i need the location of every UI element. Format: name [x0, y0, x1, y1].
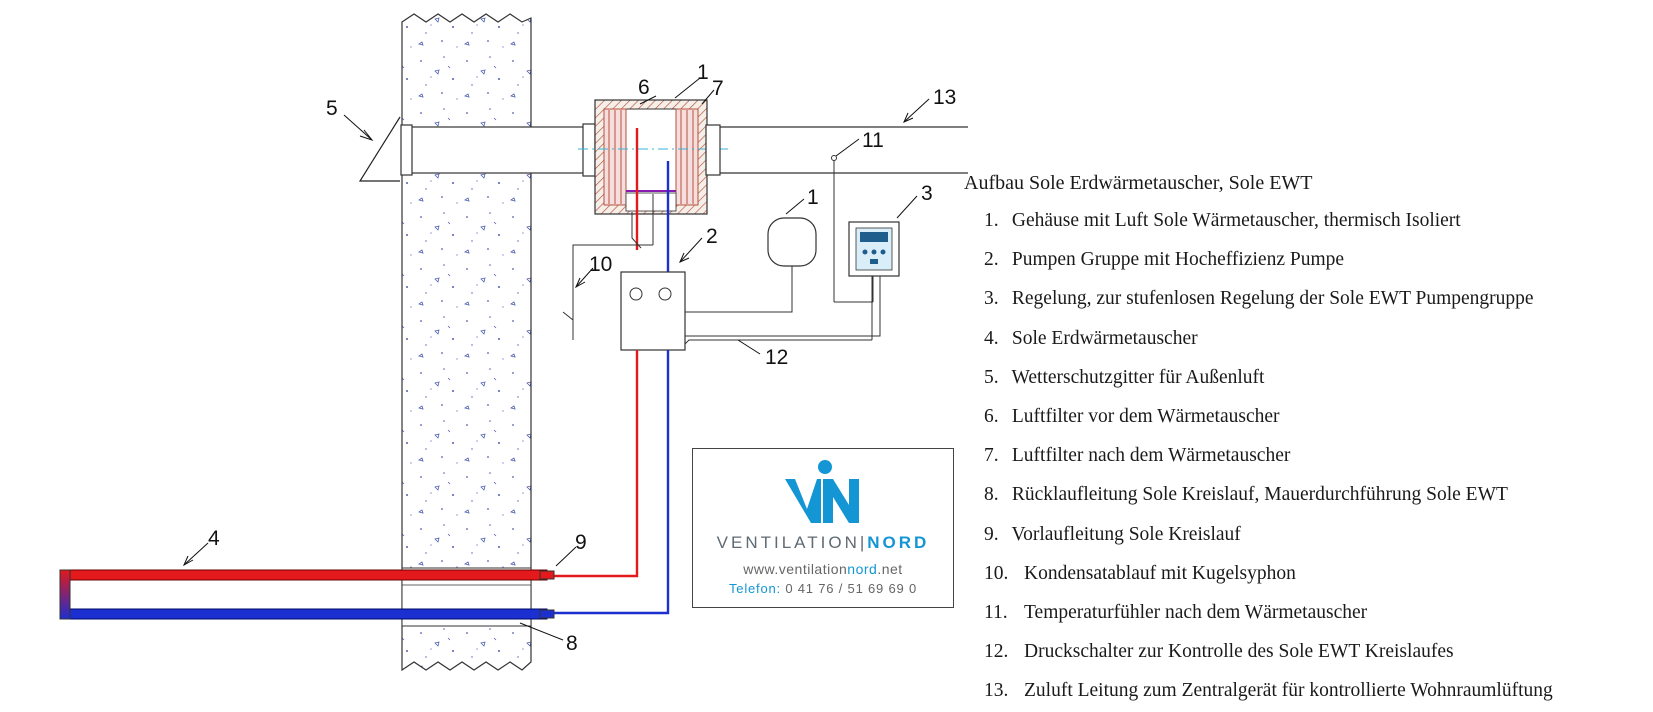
legend-item-text: Rücklaufleitung Sole Kreislauf, Mauerdur…	[1011, 484, 1508, 506]
legend-item-number: 3.	[984, 288, 999, 310]
supply-pipe-down	[540, 350, 639, 578]
callout-13: 13	[933, 86, 956, 109]
legend-item-text: Zuluft Leitung zum Zentralgerät für kont…	[1024, 680, 1553, 702]
legend-item-number: 9.	[984, 523, 999, 545]
ground-heat-collector	[59, 569, 555, 620]
callout-9: 9	[575, 531, 587, 554]
legend-item: 1. Gehäuse mit Luft Sole Wärmetauscher, …	[984, 201, 1553, 240]
callout-7: 7	[712, 77, 724, 100]
legend-item: 12. Druckschalter zur Kontrolle des Sole …	[984, 632, 1553, 671]
legend-item: 8. Rücklaufleitung Sole Kreislauf, Mauer…	[984, 475, 1553, 514]
legend-item-number: 7.	[984, 445, 999, 467]
brand-url-suffix: .net	[877, 561, 903, 577]
callout-5: 5	[326, 97, 338, 120]
legend-list: 1. Gehäuse mit Luft Sole Wärmetauscher, …	[964, 201, 1553, 711]
heat-exchanger-housing	[578, 99, 728, 215]
weather-protection-grille	[358, 116, 401, 182]
legend-item-text: Druckschalter zur Kontrolle des Sole EWT…	[1024, 641, 1454, 663]
legend-item-number: 4.	[984, 327, 999, 349]
legend-item-text: Luftfilter nach dem Wärmetauscher	[1011, 445, 1291, 467]
brand-url-prefix: www.ventilation	[743, 561, 848, 577]
legend-item-number: 13.	[984, 680, 1009, 702]
brand-wordmark: VENTILATION|NORD	[693, 533, 953, 553]
legend-item-text: Gehäuse mit Luft Sole Wärmetauscher, the…	[1011, 210, 1461, 231]
ventilation-nord-logo-box: VENTILATION|NORD www.ventilationnord.net…	[692, 448, 954, 608]
pump-group	[620, 271, 686, 351]
legend-item-text: Vorlaufleitung Sole Kreislauf	[1011, 523, 1241, 545]
legend-item-number: 6.	[984, 406, 999, 428]
legend-item: 5. Wetterschutzgitter für Außenluft	[984, 358, 1553, 397]
legend-item-text: Sole Erdwärmetauscher	[1011, 327, 1198, 349]
concrete-wall	[401, 13, 532, 672]
legend-item-text: Temperaturfühler nach dem Wärmetauscher	[1024, 602, 1368, 624]
brand-telephone: Telefon: 0 41 76 / 51 69 69 0	[693, 581, 953, 596]
brand-tel-number: 0 41 76 / 51 69 69 0	[780, 581, 917, 596]
legend-item: 13. Zuluft Leitung zum Zentralgerät für k…	[984, 671, 1553, 710]
callout-4: 4	[208, 527, 220, 550]
legend-item-text: Regelung, zur stufenlosen Regelung der S…	[1011, 288, 1534, 310]
callout-1-housing: 1	[697, 61, 709, 84]
legend-item-number: 1.	[984, 210, 999, 231]
legend-title: Aufbau Sole Erdwärmetauscher, Sole EWT	[964, 172, 1313, 194]
callout-3: 3	[921, 182, 933, 205]
legend-item-text: Luftfilter vor dem Wärmetauscher	[1011, 406, 1280, 428]
legend-item-text: Wetterschutzgitter für Außenluft	[1011, 366, 1265, 388]
brand-url-nord: nord	[847, 561, 878, 577]
temperature-sensor	[831, 155, 874, 303]
legend-item: 3. Regelung, zur stufenlosen Regelung de…	[984, 279, 1553, 318]
legend-item: 2. Pumpen Gruppe mit Hocheffizienz Pumpe	[984, 240, 1553, 279]
legend-item-number: 12.	[984, 641, 1009, 663]
legend-item-number: 2.	[984, 249, 999, 271]
callout-2: 2	[706, 225, 718, 248]
legend-item: 4. Sole Erdwärmetauscher	[984, 319, 1553, 358]
callout-1-vessel: 1	[807, 186, 819, 209]
expansion-vessel	[685, 217, 817, 313]
legend-item: 6. Luftfilter vor dem Wärmetauscher	[984, 397, 1553, 436]
return-pipe-down	[540, 350, 670, 615]
outlet-stub	[705, 124, 721, 176]
brand-separator: |	[859, 533, 868, 552]
callout-leaders	[182, 77, 930, 641]
legend-item-text: Pumpen Gruppe mit Hocheffizienz Pumpe	[1011, 249, 1345, 271]
brand-word-ventilation: VENTILATION	[716, 533, 860, 552]
legend-item-text: Kondensatablauf mit Kugelsyphon	[1024, 562, 1296, 584]
legend-item-number: 5.	[984, 366, 999, 388]
supply-air-duct	[720, 126, 968, 174]
controller-unit	[684, 221, 900, 345]
intake-air-duct	[400, 123, 596, 177]
callout-10: 10	[589, 253, 612, 276]
callout-11: 11	[862, 129, 884, 152]
condensate-drain	[562, 194, 654, 340]
diagram-legend: Aufbau Sole Erdwärmetauscher, Sole EWT 1…	[964, 172, 1553, 711]
legend-item-number: 8.	[984, 484, 999, 506]
legend-item: 9. Vorlaufleitung Sole Kreislauf	[984, 515, 1553, 554]
legend-item-number: 11.	[984, 602, 1008, 624]
legend-item: 11. Temperaturfühler nach dem Wärmetausch…	[984, 593, 1553, 632]
legend-item: 10. Kondensatablauf mit Kugelsyphon	[984, 554, 1553, 593]
brand-word-nord: NORD	[867, 533, 930, 552]
callout-12: 12	[765, 346, 788, 369]
brand-url: www.ventilationnord.net	[693, 561, 953, 577]
legend-item-number: 10.	[984, 562, 1009, 584]
brand-tel-label: Telefon:	[728, 581, 781, 596]
callout-8: 8	[566, 632, 578, 655]
vn-monogram-logo	[785, 460, 859, 523]
legend-item: 7. Luftfilter nach dem Wärmetauscher	[984, 436, 1553, 475]
callout-6: 6	[638, 76, 650, 99]
